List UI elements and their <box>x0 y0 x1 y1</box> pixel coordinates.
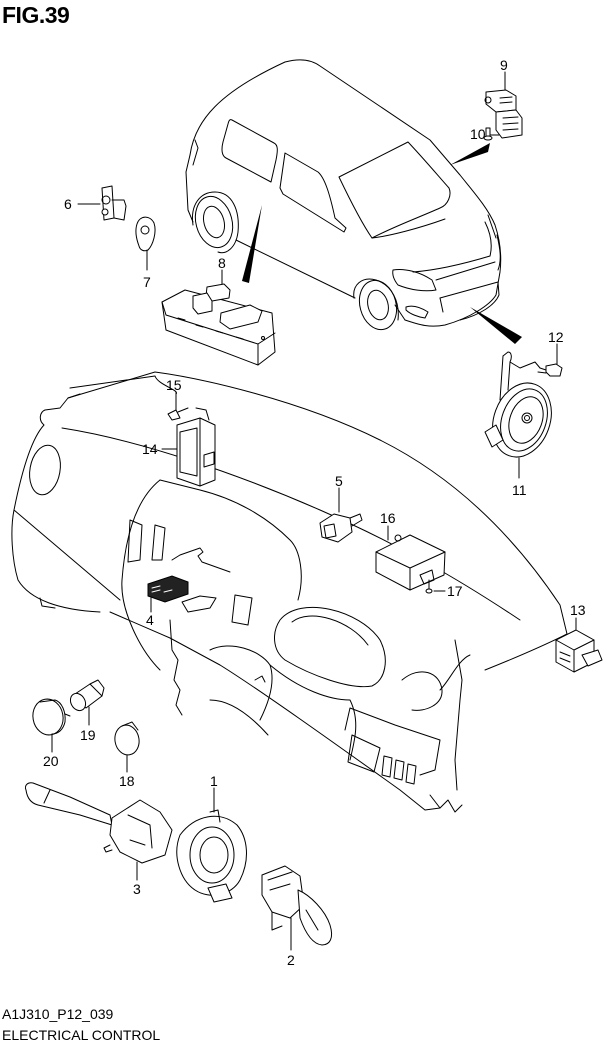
dashboard-illustration <box>11 371 568 813</box>
part-17-screw <box>425 579 446 594</box>
part-9-relay-module <box>484 71 523 139</box>
part-6-door-switch <box>77 185 127 221</box>
callout-13: 13 <box>570 602 586 618</box>
callout-12: 12 <box>548 329 564 345</box>
part-5-stop-lamp-switch <box>319 487 363 543</box>
callout-9: 9 <box>500 57 508 73</box>
callout-7: 7 <box>143 274 151 290</box>
part-8-power-window-switch <box>161 269 276 366</box>
callout-10: 10 <box>470 126 486 142</box>
callout-3: 3 <box>133 881 141 897</box>
part-2-wiper-switch <box>261 865 333 951</box>
part-7-door-switch-cap <box>135 216 156 271</box>
figure-caption: ELECTRICAL CONTROL <box>2 1027 161 1043</box>
callout-11: 11 <box>512 482 527 498</box>
part-20-accessory-socket <box>32 698 71 753</box>
callout-5: 5 <box>335 473 343 489</box>
part-11-horn <box>484 351 552 479</box>
part-14-control-module <box>161 407 216 487</box>
part-12-bolt <box>537 343 563 377</box>
callout-16: 16 <box>380 510 396 526</box>
part-18-plug-cap <box>114 721 140 773</box>
callout-19: 19 <box>80 727 96 743</box>
part-16-control-unit <box>375 525 446 591</box>
pointer-arrow <box>242 205 262 283</box>
callout-14: 14 <box>142 441 158 457</box>
callout-4: 4 <box>146 612 154 628</box>
figure-title: FIG.39 <box>2 2 70 28</box>
part-19-socket <box>69 679 105 726</box>
vehicle-illustration <box>185 59 522 344</box>
callout-8: 8 <box>218 255 226 271</box>
callout-18: 18 <box>119 773 135 789</box>
figure-code: A1J310_P12_039 <box>2 1006 114 1022</box>
callout-1: 1 <box>210 773 218 789</box>
part-15-screw <box>167 391 189 421</box>
callout-6: 6 <box>64 196 72 212</box>
callout-2: 2 <box>287 952 295 968</box>
pointer-arrow <box>450 143 490 165</box>
callout-17: 17 <box>447 583 463 599</box>
callout-20: 20 <box>43 753 59 769</box>
part-3-lighting-switch <box>25 782 173 881</box>
pointer-arrow <box>470 307 522 344</box>
part-10-screw <box>483 127 500 141</box>
callout-15: 15 <box>166 377 182 393</box>
part-4-hazard-switch <box>147 575 189 613</box>
part-1-clock-spring <box>176 787 247 903</box>
part-13-relay <box>555 617 603 673</box>
